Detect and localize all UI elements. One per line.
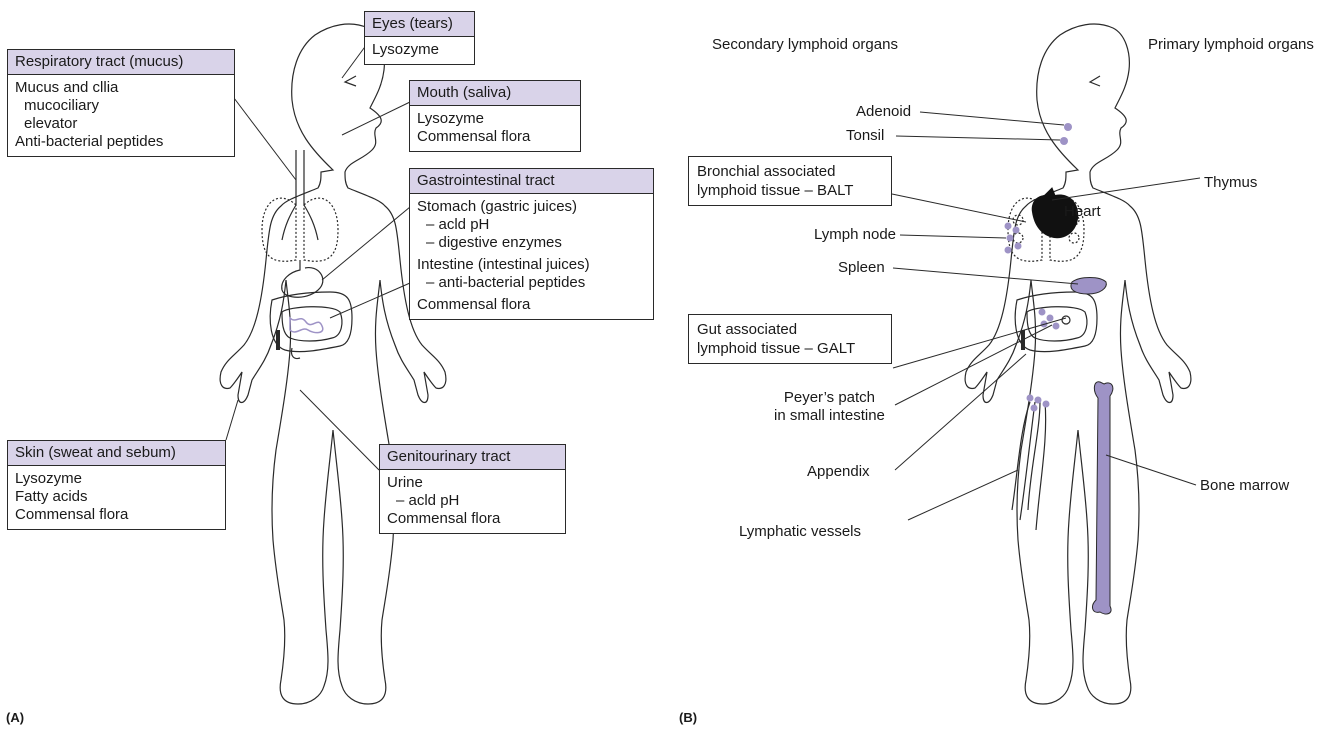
lymphatic-label: Lymphatic vessels (739, 523, 861, 541)
gi-title: Gastrointestinal tract (410, 169, 653, 194)
gi-item: – anti-bacterial peptides (417, 274, 646, 292)
organs-b (1032, 188, 1113, 614)
genito-item: Urine (387, 474, 558, 492)
appendix-label: Appendix (807, 463, 870, 481)
panel-a-tag: (A) (6, 710, 24, 725)
secondary-heading: Secondary lymphoid organs (712, 36, 898, 54)
balt-line: lymphoid tissue – BALT (697, 181, 883, 200)
spleen-label: Spleen (838, 259, 885, 277)
genito-item: – acld pH (387, 492, 558, 510)
gi-item: Intestine (intestinal juices) (417, 256, 646, 274)
genito-title: Genitourinary tract (380, 445, 565, 470)
genito-item: Commensal flora (387, 510, 558, 528)
balt-line: Bronchial associated (697, 162, 883, 181)
tonsil-label: Tonsil (846, 127, 884, 145)
gi-item: – acld pH (417, 216, 646, 234)
panel-b-tag: (B) (679, 710, 697, 725)
peyers-line: Peyer’s patch (774, 389, 885, 407)
adenoid-label: Adenoid (856, 103, 911, 121)
mouth-title: Mouth (saliva) (410, 81, 580, 106)
eyes-item: Lysozyme (372, 41, 467, 59)
genito-box: Genitourinary tract Urine – acld pH Comm… (379, 444, 566, 534)
gi-item: Stomach (gastric juices) (417, 198, 646, 216)
respiratory-box: Respiratory tract (mucus) Mucus and clli… (7, 49, 235, 157)
peyers-label: Peyer’s patch in small intestine (774, 389, 885, 425)
mouth-item: Commensal flora (417, 128, 573, 146)
eyes-box: Eyes (tears) Lysozyme (364, 11, 475, 65)
heart-label: Heart (1064, 203, 1101, 221)
skin-item: Fatty acids (15, 488, 218, 506)
respiratory-item: mucociliary (15, 97, 227, 115)
respiratory-item: Anti-bacterial peptides (15, 133, 227, 151)
mouth-item: Lysozyme (417, 110, 573, 128)
bone-marrow-label: Bone marrow (1200, 477, 1289, 495)
mouth-box: Mouth (saliva) Lysozyme Commensal flora (409, 80, 581, 152)
skin-item: Commensal flora (15, 506, 218, 524)
thymus-label: Thymus (1204, 174, 1257, 192)
lymph-dots (1005, 123, 1073, 412)
skin-title: Skin (sweat and sebum) (8, 441, 225, 466)
gi-item: Commensal flora (417, 296, 646, 314)
gi-item: – digestive enzymes (417, 234, 646, 252)
respiratory-item: Mucus and cllia (15, 79, 227, 97)
respiratory-item: elevator (15, 115, 227, 133)
primary-heading: Primary lymphoid organs (1148, 36, 1314, 54)
skin-item: Lysozyme (15, 470, 218, 488)
galt-line: Gut associated (697, 320, 883, 339)
respiratory-title: Respiratory tract (mucus) (8, 50, 234, 75)
galt-box: Gut associated lymphoid tissue – GALT (688, 314, 892, 364)
lymph-node-label: Lymph node (814, 226, 896, 244)
figure-b (965, 24, 1191, 704)
eyes-title: Eyes (tears) (365, 12, 474, 37)
skin-box: Skin (sweat and sebum) Lysozyme Fatty ac… (7, 440, 226, 530)
galt-line: lymphoid tissue – GALT (697, 339, 883, 358)
peyers-line: in small intestine (774, 407, 885, 425)
balt-box: Bronchial associated lymphoid tissue – B… (688, 156, 892, 206)
gi-box: Gastrointestinal tract Stomach (gastric … (409, 168, 654, 320)
